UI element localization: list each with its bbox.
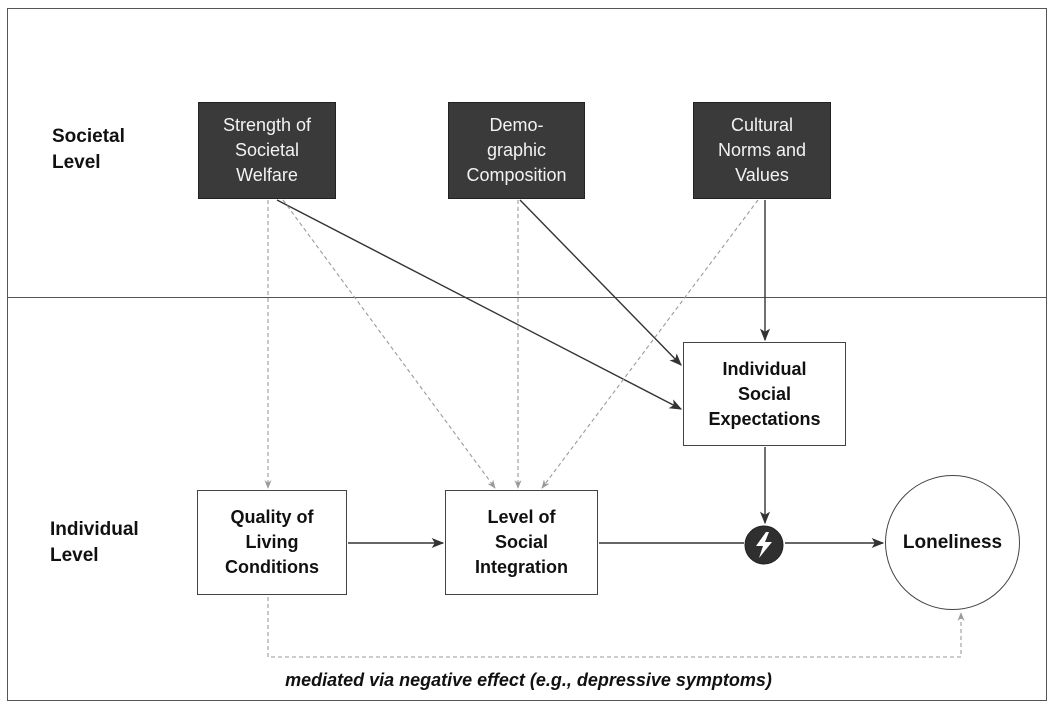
- lightning-bolt-icon: [744, 525, 784, 565]
- quality-of-living-conditions-box: Quality of Living Conditions: [197, 490, 347, 595]
- loneliness-node: Loneliness: [885, 475, 1020, 610]
- cultural-norms-and-values-box: Cultural Norms and Values: [693, 102, 831, 199]
- individual-level-label: Individual Level: [50, 519, 139, 566]
- arrow-demographic-to-expectations: [519, 199, 682, 366]
- demographic-composition-label: Demo- graphic Composition: [466, 115, 567, 185]
- dashed-mediated-path: [267, 597, 965, 658]
- diagram-frame: [7, 8, 1047, 701]
- dashed-cultural-to-integration: [541, 199, 759, 489]
- individual-social-expectations-box: Individual Social Expectations: [683, 342, 846, 446]
- level-of-social-integration-label: Level of Social Integration: [475, 507, 568, 577]
- level-divider: [7, 297, 1047, 298]
- dashed-welfare-to-integration: [282, 199, 496, 489]
- demographic-composition-box: Demo- graphic Composition: [448, 102, 585, 199]
- societal-level-label: Societal Level: [52, 126, 125, 173]
- level-of-social-integration-box: Level of Social Integration: [445, 490, 598, 595]
- individual-social-expectations-label: Individual Social Expectations: [708, 358, 821, 429]
- strength-of-societal-welfare-label: Strength of Societal Welfare: [222, 115, 312, 185]
- strength-of-societal-welfare-box: Strength of Societal Welfare: [198, 102, 336, 199]
- mediation-caption: mediated via negative effect (e.g., depr…: [285, 670, 772, 690]
- arrow-welfare-to-expectations: [276, 199, 683, 410]
- quality-of-living-conditions-label: Quality of Living Conditions: [225, 507, 319, 577]
- loneliness-label: Loneliness: [902, 531, 1003, 553]
- cultural-norms-and-values-label: Cultural Norms and Values: [717, 115, 807, 185]
